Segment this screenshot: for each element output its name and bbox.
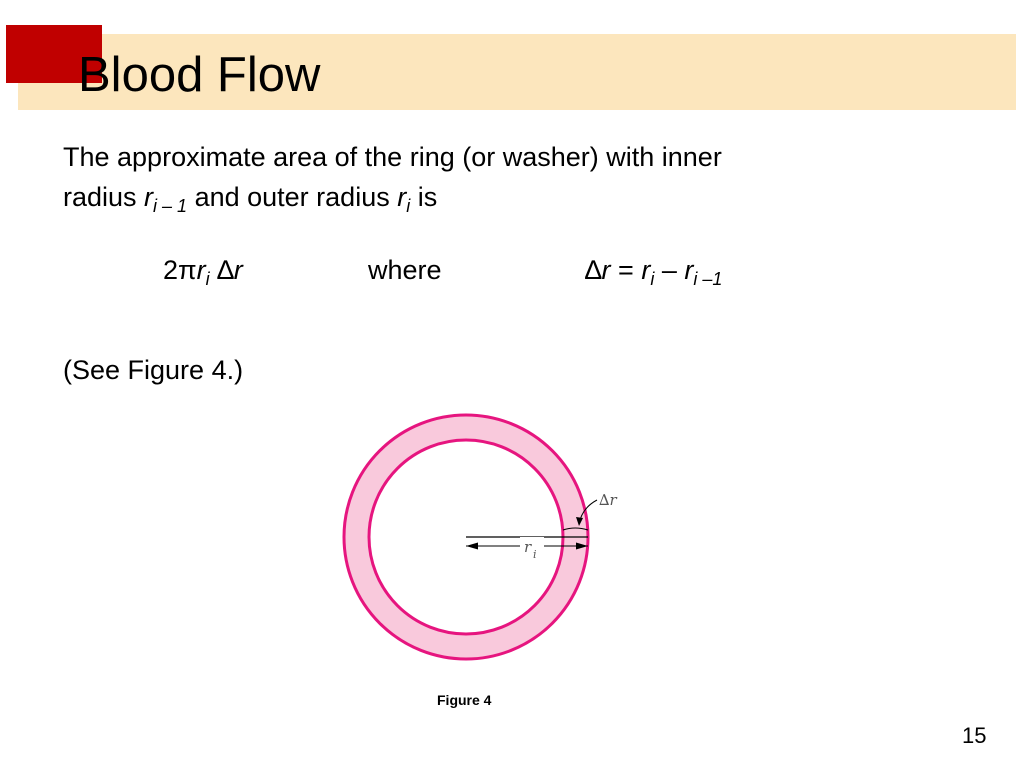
text-outer-radius: and outer radius bbox=[187, 182, 398, 212]
delta-r-label: r bbox=[609, 491, 617, 509]
formula-where: where bbox=[368, 255, 442, 285]
arrowhead-left bbox=[466, 542, 478, 550]
ring-diagram: ∆r r i bbox=[342, 413, 617, 661]
text-radius: radius bbox=[63, 182, 145, 212]
delta-r-bracket bbox=[562, 527, 589, 531]
body-text-line-1: The approximate area of the ring (or was… bbox=[63, 142, 722, 172]
title-bar bbox=[18, 34, 1016, 110]
pointer-arrowhead bbox=[576, 517, 583, 526]
text-is: is bbox=[410, 182, 438, 212]
title-accent-square bbox=[6, 25, 102, 83]
arrowhead-right bbox=[576, 542, 588, 550]
delta-symbol: ∆ bbox=[217, 255, 234, 285]
sub-i: i bbox=[406, 196, 411, 216]
slide-title: Blood Flow bbox=[78, 48, 321, 102]
formula-delta-r: ∆r = ri – ri –1 bbox=[585, 255, 723, 289]
delta-label: ∆ bbox=[599, 491, 609, 509]
formula-area: 2πri ∆r bbox=[163, 255, 243, 289]
sub-i-minus-1: i – 1 bbox=[153, 196, 188, 216]
radius-label: r bbox=[524, 538, 532, 556]
var-r-outer: r bbox=[397, 182, 407, 212]
radius-label-sub: i bbox=[533, 548, 537, 561]
see-figure-text: (See Figure 4.) bbox=[63, 355, 244, 385]
svg-text:∆r: ∆r bbox=[599, 491, 617, 509]
var-r-inner: r bbox=[144, 182, 154, 212]
figure-4: ∆r r i bbox=[330, 400, 660, 680]
body-text-line-2: radius ri – 1 and outer radius ri is bbox=[63, 177, 437, 217]
pi-symbol: π bbox=[178, 255, 197, 285]
page-number: 15 bbox=[962, 723, 987, 748]
figure-caption: Figure 4 bbox=[437, 692, 492, 708]
